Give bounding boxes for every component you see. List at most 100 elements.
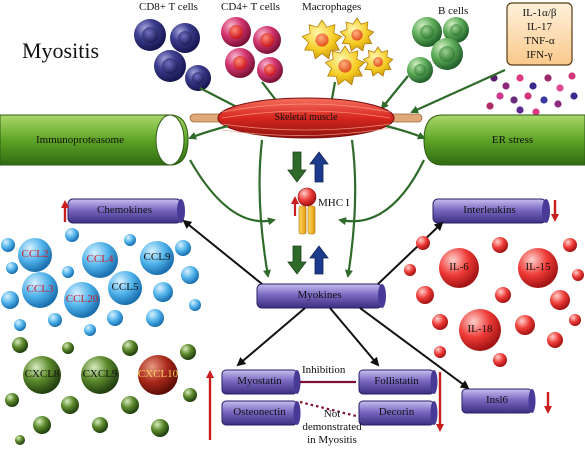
chemokine-label: CXCL9: [82, 368, 118, 380]
not-demonstrated-1: Not: [323, 408, 341, 420]
interleukin-ball: [493, 353, 507, 367]
interleukin-ball: [432, 314, 448, 330]
not-demonstrated-3: in Myositis: [307, 434, 357, 446]
cd8-label: CD8+ T cells: [139, 1, 198, 13]
chemokine-ball: [33, 416, 51, 434]
cytokine-dot: [556, 84, 564, 92]
interleukin-ball: [492, 237, 508, 253]
inhibition-label: Inhibition: [302, 364, 346, 376]
follistatin-box-shape: [358, 369, 438, 395]
interleukin-ball: [439, 248, 479, 288]
interleukin-label: IL-15: [525, 261, 551, 273]
chemokine-ball: [183, 388, 197, 402]
chemokine-ball: [48, 313, 62, 327]
chemokine-ball: [138, 355, 178, 395]
chemokine-ball: [180, 344, 196, 360]
chemokine-ball: [175, 240, 191, 256]
interleukin-ball: [518, 248, 558, 288]
interleukin-ball: [569, 314, 581, 326]
chemokine-ball: [22, 272, 58, 308]
chemokine-ball: [81, 356, 119, 394]
interleukin-ball: [572, 269, 584, 281]
chemokine-ball: [23, 356, 61, 394]
osteonectin-label: Osteonectin: [233, 406, 286, 418]
myostatin-label: Myostatin: [237, 375, 282, 387]
interleukin-label: IL-6: [449, 261, 469, 273]
chemokine-ball: [121, 396, 139, 414]
cytokine-2: IL-17: [526, 21, 553, 33]
cytokine-dot: [568, 72, 576, 80]
cytokine-dot: [486, 102, 494, 110]
chemokine-ball: [153, 282, 173, 302]
interleukin-ball: [416, 236, 430, 250]
chemokine-ball: [140, 241, 174, 275]
cytokine-dot: [570, 92, 578, 100]
muscle-label: Skeletal muscle: [274, 112, 338, 123]
chemokines-box-shape: [67, 198, 185, 224]
cytokine-dot: [532, 108, 540, 116]
myokine-arrows: [182, 219, 470, 390]
interleukin-ball: [404, 264, 416, 276]
chemokine-label: CCL9: [143, 251, 171, 263]
chemokine-ball: [108, 271, 142, 305]
chemokine-ball: [64, 282, 100, 318]
osteonectin-box-shape: [221, 400, 301, 426]
macrophages: [301, 17, 394, 86]
decorin-label: Decorin: [378, 406, 415, 418]
chemokine-label: CCL2: [21, 248, 49, 260]
chemokine-ball: [6, 262, 18, 274]
cytokine-dot: [502, 82, 510, 90]
myokines-label: Myokines: [297, 289, 342, 301]
interleukins-box-shape: [432, 198, 550, 224]
chemokine-cluster: [1, 228, 201, 445]
cytokine-dot: [554, 100, 562, 108]
chemokine-label: CCL5: [111, 281, 139, 293]
immunoproteasome-tube: [0, 114, 189, 166]
chemokine-label: CCL20: [65, 293, 99, 305]
chemokine-ball: [5, 393, 19, 407]
myostatin-box-shape: [221, 369, 301, 395]
not-demonstrated-line: [299, 400, 357, 418]
not-demonstrated-2: demonstrated: [302, 421, 362, 433]
interleukin-ball: [495, 287, 511, 303]
cytokine-4: IFN-γ: [526, 49, 553, 61]
bcells-label: B cells: [438, 5, 469, 17]
chemokine-ball: [181, 266, 199, 284]
interleukin-label: IL-18: [467, 323, 493, 335]
skeletal-muscle: [189, 97, 423, 139]
chemokine-ball: [82, 242, 118, 278]
cytokine-dot: [516, 74, 524, 82]
chemokine-ball: [65, 228, 79, 242]
insl6-box-shape: [461, 388, 536, 414]
interleukin-ball: [515, 315, 535, 335]
chemokine-label: CXCL8: [24, 368, 60, 380]
decorin-box-shape: [358, 400, 438, 426]
mhc-signal-arrows: [287, 151, 329, 275]
cd8-t-cells: [134, 19, 211, 91]
interleukin-ball: [434, 346, 446, 358]
chemokine-ball: [1, 291, 19, 309]
mhc-label: MHC I: [318, 197, 350, 209]
cytokine-dot: [540, 96, 548, 104]
chemokine-ball: [14, 319, 26, 331]
cytokine-dot: [496, 92, 504, 100]
cd4-label: CD4+ T cells: [221, 1, 280, 13]
chemokine-ball: [84, 324, 96, 336]
cytokine-1: IL-1α/β: [522, 7, 557, 19]
interleukin-ball: [563, 238, 577, 252]
chemokine-label: CXCL10: [137, 368, 179, 380]
cytokine-dot: [524, 92, 532, 100]
regulation-arrows: [61, 200, 559, 440]
page-title: Myositis: [22, 38, 100, 63]
myokines-box-shape: [256, 283, 386, 309]
chemokine-ball: [61, 396, 79, 414]
chemokine-ball: [107, 310, 123, 326]
chemokine-ball: [18, 238, 52, 272]
b-cells: [407, 17, 469, 83]
cytokine-dot: [529, 82, 537, 90]
chemokine-ball: [146, 309, 164, 327]
muscle-flow-arrows: [188, 124, 426, 278]
interleukins-label: Interleukins: [463, 204, 516, 216]
interleukin-ball: [547, 332, 563, 348]
